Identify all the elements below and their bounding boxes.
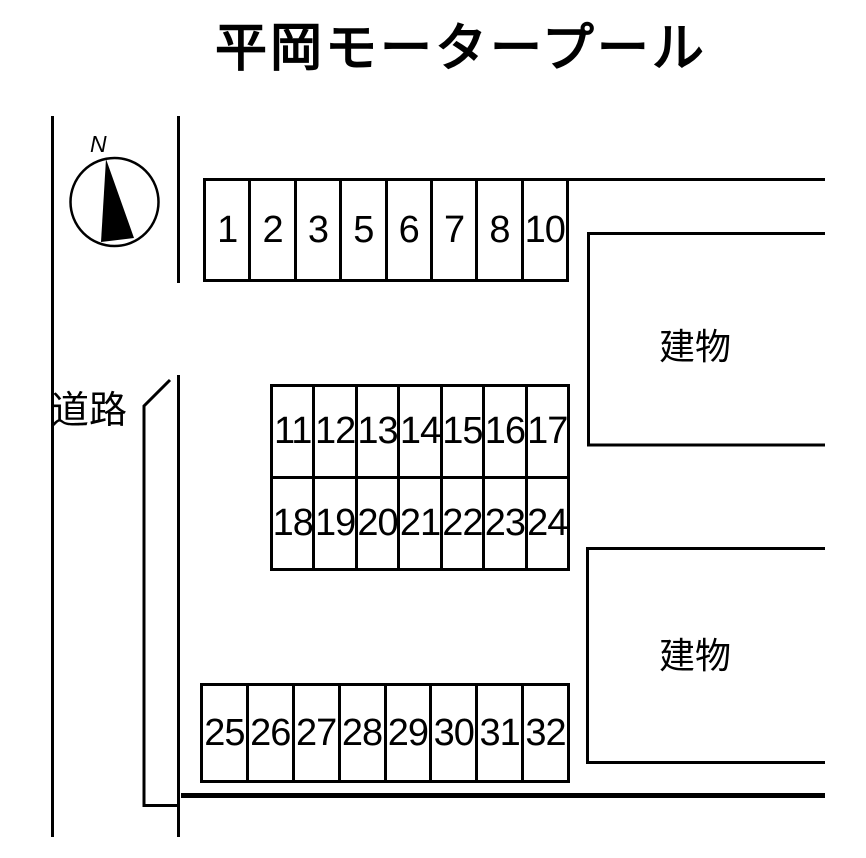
road-inner-edge-line xyxy=(142,378,177,807)
parking-space: 24 xyxy=(527,502,567,544)
parking-space: 22 xyxy=(443,479,486,568)
parking-space: 19 xyxy=(315,479,358,568)
parking-space: 14 xyxy=(400,387,443,476)
road-label: 道路 xyxy=(51,390,128,432)
parking-space: 16 xyxy=(485,387,528,476)
parking-space: 13 xyxy=(358,387,401,476)
parking-space: 29 xyxy=(387,686,433,780)
parking-space: 8 xyxy=(478,181,524,279)
parking-space: 31 xyxy=(478,686,525,780)
parking-space: 7 xyxy=(433,181,479,279)
parking-space: 20 xyxy=(358,479,401,568)
parking-space: 32 xyxy=(525,711,566,754)
parking-space: 5 xyxy=(342,181,388,279)
parking-space: 18 xyxy=(273,479,316,568)
parking-space: 27 xyxy=(295,686,341,780)
parking-space: 12 xyxy=(315,387,358,476)
parking-space: 11 xyxy=(273,387,316,476)
compass-needle-icon xyxy=(101,159,134,242)
parking-space: 30 xyxy=(432,686,479,780)
compass: N xyxy=(69,131,160,248)
parking-space: 23 xyxy=(485,479,528,568)
parking-space: 25 xyxy=(203,686,249,780)
building-2-label: 建物 xyxy=(658,635,731,676)
compass-north-label: N xyxy=(90,131,107,157)
parking-space: 3 xyxy=(297,181,343,279)
parking-space: 10 xyxy=(524,208,566,251)
parking-space: 26 xyxy=(249,686,295,780)
parking-space: 1 xyxy=(206,181,252,279)
parking-space: 2 xyxy=(251,181,297,279)
parking-space: 17 xyxy=(527,410,567,452)
parking-space: 6 xyxy=(388,181,433,279)
building-1-label: 建物 xyxy=(658,326,731,367)
parking-space: 15 xyxy=(443,387,486,476)
parking-space: 28 xyxy=(341,686,387,780)
page-title: 平岡モータープール xyxy=(215,20,707,78)
parking-space: 21 xyxy=(400,479,443,568)
compass-circle xyxy=(69,156,160,248)
